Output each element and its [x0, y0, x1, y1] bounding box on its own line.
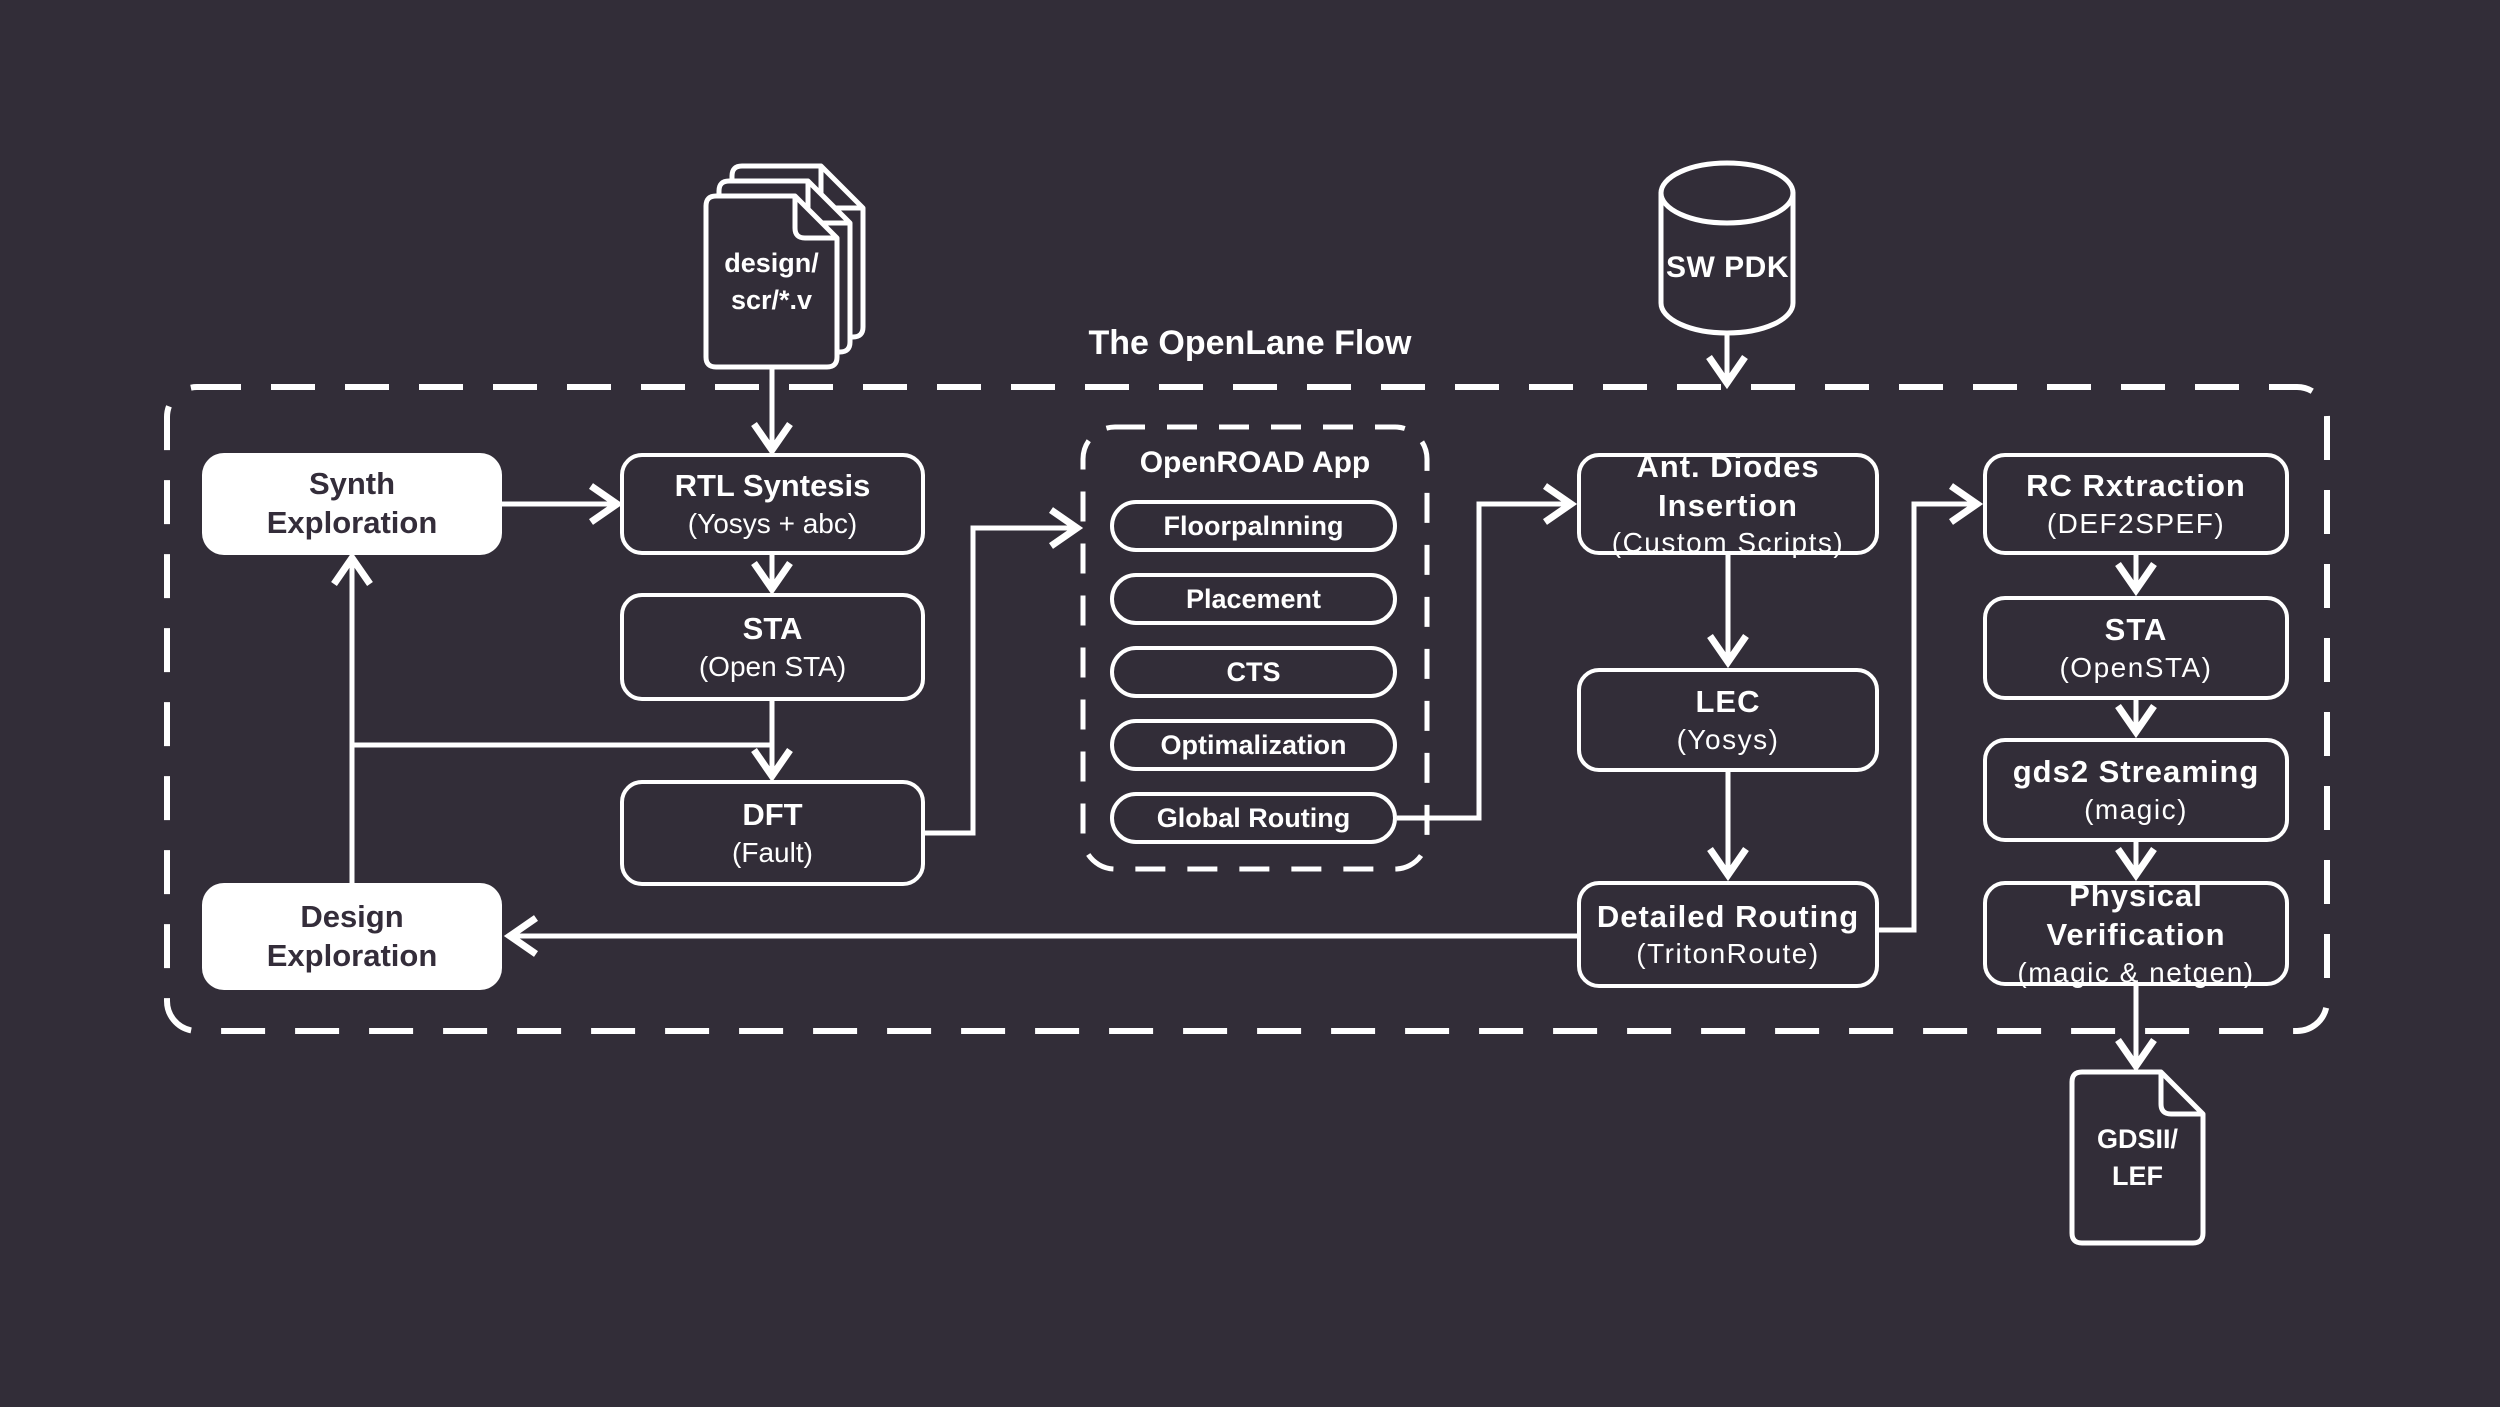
gdsii-label: GDSII/ LEF — [2072, 1072, 2203, 1243]
edge-synth-exploration-to-rtl — [502, 483, 624, 525]
openroad-step-cts: CTS — [1110, 646, 1397, 698]
openroad-step-floorplanning-label: Floorpalnning — [1163, 510, 1344, 541]
edge-rtl-to-sta — [751, 555, 793, 596]
node-physical-verification: Physical Verification (magic & netgen) — [1983, 878, 2289, 988]
openroad-step-global-routing: Global Routing — [1110, 792, 1397, 844]
openroad-group-title: OpenROAD App — [1139, 446, 1371, 479]
node-lec-title: LEC — [1695, 684, 1761, 720]
design-files-label-line2: scr/*.v — [730, 284, 813, 315]
node-ant-diodes-subtitle: (Custom Scripts) — [1611, 527, 1845, 559]
node-ant-diodes-insertion: Ant. Diodes Insertion (Custom Scripts) — [1577, 449, 1879, 558]
openroad-step-optimization-label: Optimalization — [1160, 729, 1347, 760]
node-ant-diodes-title: Ant. Diodes Insertion — [1636, 448, 1820, 523]
edge-detailed-routing-to-design-exploration — [503, 915, 1577, 957]
node-synth-exploration-line1: Synth — [308, 466, 396, 502]
node-rtl-synthesis-subtitle: (Yosys + abc) — [687, 507, 858, 539]
node-rc-extraction: RC Rxtraction (DEF2SPEF) — [1983, 453, 2289, 555]
node-sta-title: STA — [742, 611, 803, 647]
node-rc-extraction-subtitle: (DEF2SPEF) — [2046, 507, 2226, 539]
edge-pdk-to-flow — [1706, 333, 1748, 390]
edge-physical-verification-to-gdsii — [2115, 986, 2157, 1073]
openroad-step-optimization: Optimalization — [1110, 719, 1397, 771]
node-rtl-synthesis: RTL Syntesis (Yosys + abc) — [620, 453, 925, 555]
edge-rc-extraction-to-sta-signoff — [2115, 555, 2157, 597]
design-files-label-line1: design/ — [724, 248, 819, 279]
pdk-database-icon — [1658, 160, 1796, 336]
node-design-exploration-line2: Exploration — [266, 937, 438, 973]
node-physical-verification-title: Physical Verification — [2046, 878, 2226, 952]
edge-gds2-to-physical-verification — [2115, 842, 2157, 882]
node-physical-verification-subtitle: (magic & netgen) — [2017, 956, 2255, 988]
node-sta-subtitle: (Open STA) — [698, 650, 847, 682]
node-detailed-routing-title: Detailed Routing — [1596, 898, 1860, 934]
node-sta-signoff: STA (OpenSTA) — [1983, 596, 2289, 700]
edge-global-routing-to-ant-diodes — [1397, 483, 1578, 821]
openroad-step-placement: Placement — [1110, 573, 1397, 625]
node-dft: DFT (Fault) — [620, 780, 925, 886]
gdsii-label-line1: GDSII/ — [2096, 1124, 2178, 1155]
node-sta-signoff-title: STA — [2104, 612, 2168, 648]
node-synth-exploration-line2: Exploration — [266, 505, 438, 540]
edge-ant-diodes-to-lec — [1707, 555, 1749, 669]
edge-dft-to-openroad — [925, 507, 1084, 836]
openroad-group-dashed-border — [1080, 424, 1430, 872]
openroad-step-floorplanning: Floorpalnning — [1110, 500, 1397, 552]
node-design-exploration: Design Exploration — [202, 883, 502, 990]
node-gds2-streaming-title: gds2 Streaming — [2012, 754, 2260, 790]
node-gds2-streaming-subtitle: (magic) — [2084, 793, 2188, 825]
node-sta: STA (Open STA) — [620, 593, 925, 701]
node-dft-title: DFT — [742, 797, 803, 833]
edge-sta-signoff-to-gds2 — [2115, 700, 2157, 739]
openroad-step-placement-label: Placement — [1185, 583, 1322, 614]
edge-sta-to-dft — [751, 701, 793, 783]
edge-detailed-routing-to-rc-extraction — [1879, 483, 1984, 933]
openroad-step-cts-label: CTS — [1226, 656, 1281, 687]
pdk-label-text: SW PDK — [1666, 250, 1789, 284]
node-rtl-synthesis-title: RTL Syntesis — [674, 468, 871, 504]
node-rc-extraction-title: RC Rxtraction — [2026, 468, 2246, 504]
node-lec-subtitle: (Yosys) — [1676, 723, 1780, 755]
edge-lec-to-detailed-routing — [1707, 772, 1749, 882]
node-synth-exploration: Synth Exploration — [202, 453, 502, 555]
node-detailed-routing-subtitle: (TritonRoute) — [1636, 938, 1820, 970]
node-lec: LEC (Yosys) — [1577, 668, 1879, 772]
flow-title: The OpenLane Flow — [1088, 324, 1412, 362]
openroad-step-global-routing-label: Global Routing — [1156, 802, 1351, 833]
gdsii-label-line2: LEF — [2112, 1160, 2163, 1191]
pdk-label: SW PDK — [1655, 238, 1800, 298]
edge-feedback-to-synth-exploration — [331, 551, 373, 883]
edge-design-files-to-rtl — [751, 367, 793, 457]
node-gds2-streaming: gds2 Streaming (magic) — [1983, 738, 2289, 842]
node-detailed-routing: Detailed Routing (TritonRoute) — [1577, 881, 1879, 988]
design-files-label: design/ scr/*.v — [706, 196, 837, 367]
node-design-exploration-line1: Design — [300, 898, 404, 934]
node-dft-subtitle: (Fault) — [732, 836, 813, 868]
node-sta-signoff-subtitle: (OpenSTA) — [2059, 651, 2213, 683]
flow-boundary-dashed-border — [164, 384, 2330, 1034]
